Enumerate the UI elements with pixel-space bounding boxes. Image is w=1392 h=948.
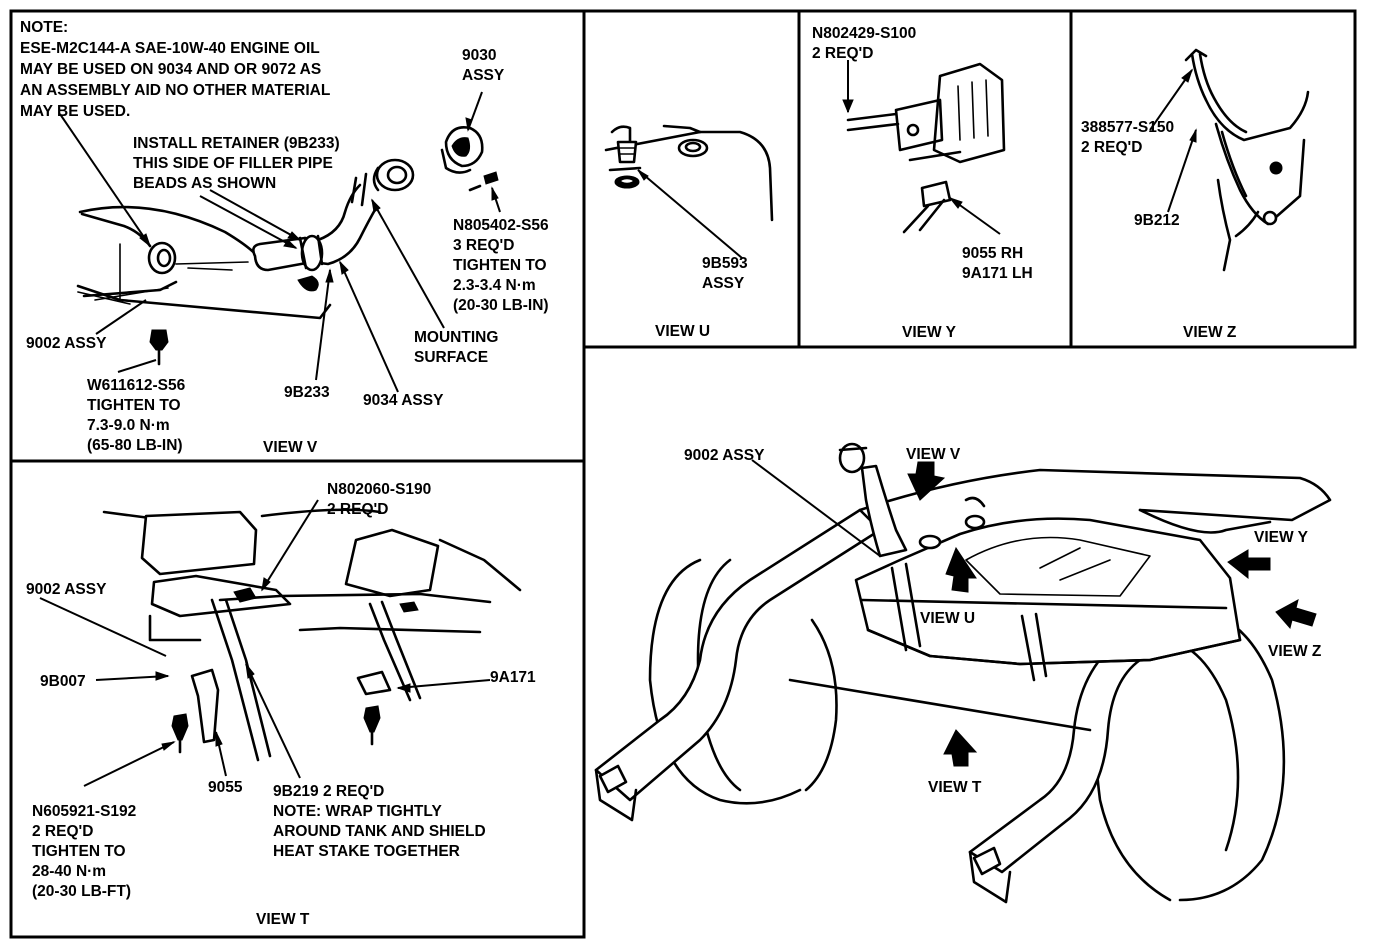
screw-spec: 3 REQ'D [453, 237, 514, 254]
view-v-note-line: MAY BE USED. [20, 103, 130, 120]
screw-n805402-icon [483, 171, 499, 185]
bolt-n605921-icon [171, 713, 189, 741]
bolt-spec: N605921-S192 [32, 803, 136, 820]
shield-part-label: 9A171 LH [962, 265, 1033, 282]
view-v-title: VIEW V [263, 439, 318, 456]
cap-part-assy: ASSY [462, 67, 505, 84]
shield-part-label: 9055 [208, 779, 243, 796]
bolt-spec: (65-80 LB-IN) [87, 437, 183, 454]
view-u-callout: VIEW U [920, 610, 975, 627]
screw-spec: N805402-S56 [453, 217, 549, 234]
bolt-spec: 2 REQ'D [812, 45, 873, 62]
view-z-labels: 388577-S150 2 REQ'D 9B212 VIEW Z [1081, 119, 1237, 341]
view-z-drawing [1149, 48, 1310, 272]
valve-9b593-icon [616, 140, 638, 164]
bolt-spec: 28-40 N·m [32, 863, 106, 880]
shield-9055-icon [190, 668, 220, 744]
fuel-line-bracket-icon [1190, 52, 1310, 142]
line-part-label: 9B212 [1134, 212, 1180, 229]
mounting-surface-label: SURFACE [414, 349, 488, 366]
bolt-spec: TIGHTEN TO [32, 843, 126, 860]
view-y-callout: VIEW Y [1254, 529, 1309, 546]
mounting-surface-label: MOUNTING [414, 329, 498, 346]
bolt-spec: N802429-S100 [812, 25, 916, 42]
bolt-spec: 2 REQ'D [32, 823, 93, 840]
tank-part-label: 9002 ASSY [26, 581, 107, 598]
filler-neck-icon [860, 464, 908, 558]
bolt-spec: W611612-S56 [87, 377, 186, 394]
tape-spec: NOTE: WRAP TIGHTLY [273, 803, 442, 820]
view-y-drawing [842, 60, 1006, 235]
fuel-tank-icon [854, 517, 1242, 666]
view-z-callout: VIEW Z [1268, 643, 1322, 660]
view-t-callout: VIEW T [928, 779, 982, 796]
cap-part-number: 9030 [462, 47, 496, 64]
view-t-drawing [39, 499, 522, 787]
screw-spec: TIGHTEN TO [453, 257, 547, 274]
view-t-panel [9, 459, 586, 939]
pipe-part-label: 9034 ASSY [363, 392, 444, 409]
view-v-arrow-icon [907, 461, 946, 501]
view-y-arrow-icon [1227, 549, 1271, 580]
tape-spec: 9B219 2 REQ'D [273, 783, 384, 800]
shield-9a171-icon [356, 670, 392, 696]
tape-spec: AROUND TANK AND SHIELD [273, 823, 486, 840]
view-t-labels: N802060-S190 2 REQ'D 9002 ASSY 9B007 9A1… [26, 481, 536, 928]
strap-part-label: 9B007 [40, 673, 86, 690]
bolt-spec: 7.3-9.0 N·m [87, 417, 170, 434]
view-v-note-line: ESE-M2C144-A SAE-10W-40 ENGINE OIL [20, 40, 320, 57]
retainer-instruction: THIS SIDE OF FILLER PIPE [133, 155, 333, 172]
valve-part-assy: ASSY [702, 275, 745, 292]
shield-part-label: 9A171 [490, 669, 536, 686]
tank-shield-plate-icon [344, 528, 440, 598]
bolt-spec: TIGHTEN TO [87, 397, 181, 414]
nut-spec: N802060-S190 [327, 481, 431, 498]
tank-part-label: 9002 ASSY [26, 335, 107, 352]
shield-bracket-icon [932, 62, 1006, 164]
retainer-instruction: BEADS AS SHOWN [133, 175, 276, 192]
view-t-arrow-icon [943, 729, 978, 767]
retainer-part-label: 9B233 [284, 384, 330, 401]
crossmember-icon [140, 510, 258, 576]
view-v-note-line: MAY BE USED ON 9034 AND OR 9072 AS [20, 61, 321, 78]
view-z-arrow-icon [1275, 599, 1317, 630]
main-assembly-drawing [594, 442, 1332, 904]
screw-spec: 2.3-3.4 N·m [453, 277, 536, 294]
view-y-title: VIEW Y [902, 324, 957, 341]
retainer-instruction: INSTALL RETAINER (9B233) [133, 135, 340, 152]
view-v-labels: NOTE: ESE-M2C144-A SAE-10W-40 ENGINE OIL… [20, 19, 549, 456]
left-frame-rail-icon [594, 508, 882, 802]
screw-spec: (20-30 LB-IN) [453, 297, 549, 314]
view-v-drawing [59, 91, 501, 393]
view-t-title: VIEW T [256, 911, 310, 928]
valve-part-number: 9B593 [702, 255, 748, 272]
shield-part-label: 9055 RH [962, 245, 1023, 262]
tank-part-label: 9002 ASSY [684, 447, 765, 464]
main-assembly-labels: 9002 ASSY VIEW V VIEW Y VIEW U VIEW Z VI… [684, 446, 1322, 796]
bolt-w611612-icon [149, 329, 169, 351]
view-z-panel [1069, 9, 1357, 349]
view-u-labels: 9B593 ASSY VIEW U [655, 255, 748, 340]
view-z-title: VIEW Z [1183, 324, 1237, 341]
view-v-note-line: AN ASSEMBLY AID NO OTHER MATERIAL [20, 82, 330, 99]
view-u-arrow-icon [945, 546, 977, 593]
screw-spec: 2 REQ'D [1081, 139, 1142, 156]
nut-spec: 2 REQ'D [327, 501, 388, 518]
view-v-note-heading: NOTE: [20, 19, 68, 36]
view-u-drawing [604, 124, 774, 259]
view-y-labels: N802429-S100 2 REQ'D 9055 RH 9A171 LH VI… [812, 25, 1033, 341]
screw-spec: 388577-S150 [1081, 119, 1174, 136]
view-u-title: VIEW U [655, 323, 710, 340]
bolt-spec: (20-30 LB-FT) [32, 883, 131, 900]
tape-spec: HEAT STAKE TOGETHER [273, 843, 460, 860]
strap-9b007-icon [210, 598, 272, 762]
view-v-callout: VIEW V [906, 446, 961, 463]
